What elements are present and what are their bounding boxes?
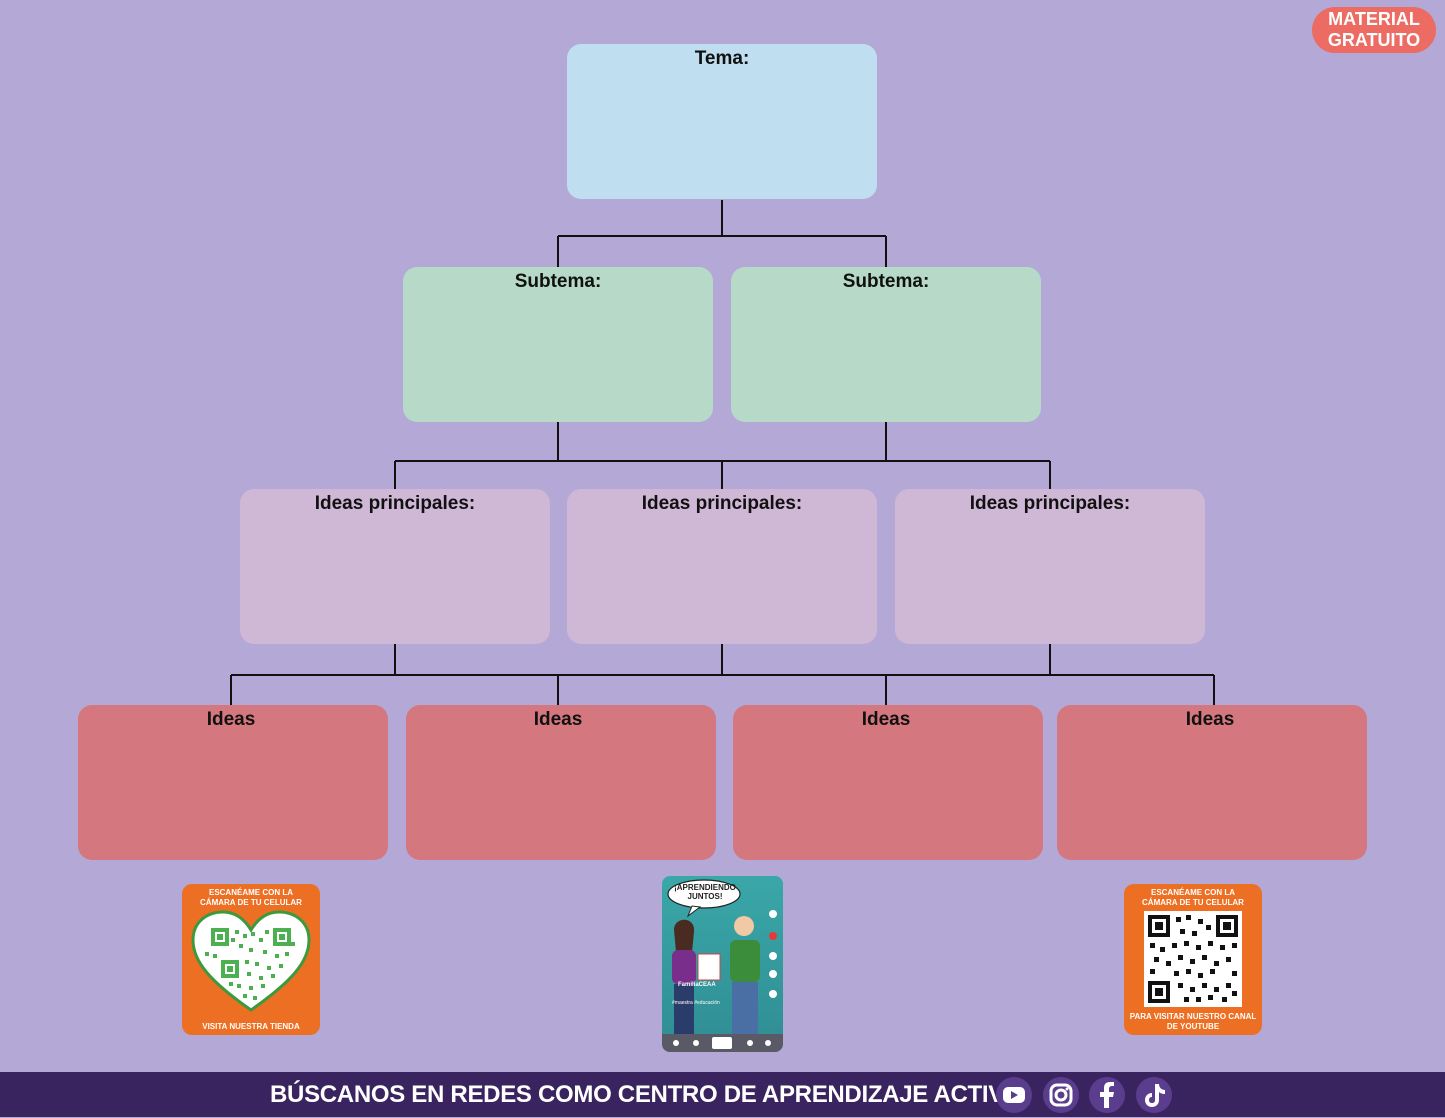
ideas-principales-label: Ideas principales:: [641, 493, 803, 514]
qr-card-store[interactable]: ESCANÉAME CON LA CÁMARA DE TU CELULAR VI…: [182, 884, 320, 1035]
poster-handle: FamiliaCEAA: [678, 982, 716, 988]
ideas-label: Ideas: [206, 709, 256, 730]
qr-youtube-instruction: ESCANÉAME CON LA CÁMARA DE TU CELULAR: [1142, 888, 1244, 907]
ideas-principales-box: Ideas principales:: [240, 489, 550, 644]
subtema-label: Subtema:: [842, 271, 930, 292]
heart-qr-code-icon: [191, 910, 311, 1012]
ideas-label: Ideas: [533, 709, 583, 730]
facebook-icon[interactable]: [1089, 1077, 1125, 1113]
instagram-icon[interactable]: [1043, 1077, 1079, 1113]
ideas-box: Ideas: [78, 705, 388, 860]
ideas-box: Ideas: [406, 705, 716, 860]
ideas-box: Ideas: [733, 705, 1043, 860]
youtube-icon[interactable]: [996, 1077, 1032, 1113]
poster-tags: #maestra #educación: [672, 1000, 720, 1006]
ideas-label: Ideas: [1185, 709, 1235, 730]
ideas-principales-box: Ideas principales:: [895, 489, 1205, 644]
badge-line-1: MATERIAL: [1328, 9, 1420, 29]
ideas-principales-label: Ideas principales:: [314, 493, 476, 514]
youtube-qr-code-icon: [1144, 911, 1242, 1007]
subtema-box: Subtema:: [403, 267, 713, 422]
tema-label: Tema:: [694, 48, 750, 69]
subtema-box: Subtema:: [731, 267, 1041, 422]
footer-text: BÚSCANOS EN REDES COMO CENTRO DE APRENDI…: [270, 1081, 1023, 1108]
footer-bar: BÚSCANOS EN REDES COMO CENTRO DE APRENDI…: [0, 1072, 1445, 1117]
poster-bubble-text: ¡APRENDIENDO JUNTOS!: [674, 883, 736, 901]
aprendiendo-juntos-poster[interactable]: ¡APRENDIENDO JUNTOS! FamiliaCEAA #maestr…: [662, 876, 783, 1052]
qr-youtube-caption: PARA VISITAR NUESTRO CANAL DE YOUTUBE: [1129, 1012, 1257, 1031]
poster-illustration: [662, 879, 783, 1052]
ideas-label: Ideas: [861, 709, 911, 730]
tiktok-icon[interactable]: [1136, 1077, 1172, 1113]
subtema-label: Subtema:: [514, 271, 602, 292]
ideas-box: Ideas: [1057, 705, 1367, 860]
ideas-principales-box: Ideas principales:: [567, 489, 877, 644]
qr-card-youtube[interactable]: ESCANÉAME CON LA CÁMARA DE TU CELULAR PA…: [1124, 884, 1262, 1035]
material-gratuito-badge: MATERIAL GRATUITO: [1312, 7, 1436, 53]
qr-store-instruction: ESCANÉAME CON LA CÁMARA DE TU CELULAR: [200, 888, 302, 907]
tema-box: Tema:: [567, 44, 877, 199]
ideas-principales-label: Ideas principales:: [969, 493, 1131, 514]
qr-store-caption: VISITA NUESTRA TIENDA: [202, 1022, 300, 1031]
badge-line-2: GRATUITO: [1327, 30, 1421, 50]
